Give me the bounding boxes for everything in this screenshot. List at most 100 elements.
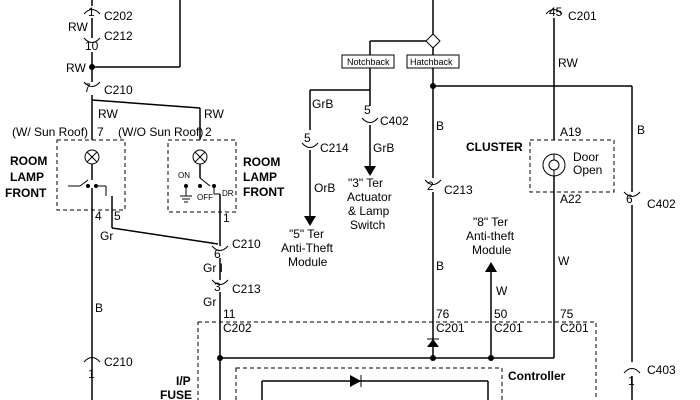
- terminal-label: "5" Ter: [289, 227, 324, 241]
- connector-pin: 76: [436, 307, 450, 321]
- connector-pin: 7: [97, 125, 104, 139]
- wire-segment: [91, 99, 201, 109]
- room-lamp-front-label: LAMP: [10, 170, 44, 184]
- notchback-tag: [341, 54, 395, 69]
- connector-c210: [211, 245, 229, 251]
- terminal-label: & Lamp: [348, 204, 390, 218]
- switch-icon: [199, 177, 211, 187]
- room-lamp-front-left-box: [56, 139, 126, 211]
- wire-color: RW: [204, 107, 224, 121]
- connector-pin: 1: [88, 5, 95, 19]
- connector-pin: A22: [560, 192, 582, 206]
- switch-position-label: DR: [222, 189, 234, 198]
- room-lamp-front-label: LAMP: [243, 170, 277, 184]
- switch-position-label: ON: [178, 171, 190, 180]
- connector-pin: 5: [114, 209, 121, 223]
- wire-segment: [111, 227, 219, 245]
- switch-contact: [86, 184, 90, 188]
- wire-color: RW: [558, 56, 578, 70]
- wire-color: GrB: [312, 97, 333, 111]
- cluster-box: [529, 139, 615, 193]
- connector-label: C213: [444, 183, 473, 197]
- splice-dot: [217, 355, 223, 361]
- room-lamp-front-label: FRONT: [5, 186, 47, 200]
- splice-dot: [430, 355, 436, 361]
- connector-pin: 75: [560, 307, 574, 321]
- controller-label: Controller: [508, 369, 566, 383]
- connector-label: C202: [104, 9, 133, 23]
- connector-pin: 3: [214, 280, 221, 294]
- connector-pin: 7: [84, 81, 91, 95]
- room-lamp-front-label: ROOM: [243, 155, 280, 169]
- connector-label: C201: [494, 321, 523, 335]
- connector-label: C214: [320, 141, 349, 155]
- connector-c201: [545, 9, 563, 15]
- connector-pin: 10: [85, 39, 99, 53]
- connector-pin: 45: [549, 5, 563, 19]
- wire-color: W: [496, 284, 508, 298]
- connector-c210: [83, 357, 101, 363]
- connector-c402: [623, 191, 641, 197]
- connector-label: C201: [568, 9, 597, 23]
- wire-color: B: [436, 259, 444, 273]
- wire-color: GrB: [373, 141, 394, 155]
- wire-color: Gr: [203, 295, 216, 309]
- switch-icon: [79, 179, 89, 187]
- notchback-label: Notchback: [347, 57, 390, 67]
- wire-color: B: [95, 301, 103, 315]
- connector-label: C402: [647, 197, 676, 211]
- connector-pin: 5: [364, 103, 371, 117]
- connector-c213: [424, 179, 442, 185]
- wire-color: RW: [98, 107, 118, 121]
- connector-pin: 50: [494, 307, 508, 321]
- ip-fuse-block: [197, 321, 597, 400]
- variant-label: (W/O Sun Roof): [118, 125, 203, 139]
- connector-pin: 5: [304, 131, 311, 145]
- ip-fuse-label: I/P: [176, 374, 191, 388]
- terminal-label: Module: [288, 255, 328, 269]
- splice-dot: [488, 355, 494, 361]
- connector-pin: 6: [214, 247, 221, 261]
- connector-pin: 2: [427, 179, 434, 193]
- connector-c210: [83, 81, 101, 87]
- connector-label: C210: [104, 83, 133, 97]
- connector-c202: [83, 9, 101, 15]
- terminal-label: "8" Ter: [473, 215, 508, 229]
- connector-pin: 1: [223, 211, 230, 225]
- terminal-label: Module: [472, 243, 512, 257]
- connector-label: C402: [380, 114, 409, 128]
- wire-color: B: [436, 119, 444, 133]
- connector-pin: 2: [205, 125, 212, 139]
- ip-fuse-label: FUSE: [160, 388, 192, 400]
- terminal-label: Anti-Theft: [281, 241, 334, 255]
- hatchback-label: Hatchback: [410, 57, 453, 67]
- arrow-down-icon: [364, 166, 376, 176]
- connector-pin: 11: [223, 307, 236, 321]
- connector-label: C213: [232, 282, 261, 296]
- connector-c213: [211, 279, 229, 285]
- connector-pin: A19: [560, 125, 582, 139]
- diode-icon: [350, 375, 361, 387]
- connector-c212: [83, 37, 101, 43]
- terminal-label: "3" Ter: [348, 176, 383, 190]
- room-lamp-front-label: ROOM: [10, 154, 47, 168]
- connector-label: C403: [647, 363, 676, 377]
- lamp-bulb-icon: [86, 151, 98, 163]
- wire-color: W: [558, 254, 570, 268]
- arrow-down-icon: [304, 216, 316, 226]
- variant-label: (W/ Sun Roof): [12, 125, 88, 139]
- connector-label: C201: [560, 321, 589, 335]
- wire-color: B: [637, 123, 645, 137]
- door-open-lamp-icon: [548, 159, 560, 171]
- splice-diamond-icon: [425, 33, 441, 49]
- connector-pin: 1: [88, 367, 95, 381]
- wire-color: RW: [66, 61, 86, 75]
- connector-label: C201: [436, 321, 465, 335]
- switch-position-label: OFF: [197, 193, 213, 202]
- connector-pin: 4: [95, 209, 102, 223]
- room-lamp-front-label: FRONT: [243, 185, 285, 199]
- connector-c402: [361, 117, 379, 123]
- connector-label: C210: [232, 237, 261, 251]
- connector-pin: 6: [626, 192, 633, 206]
